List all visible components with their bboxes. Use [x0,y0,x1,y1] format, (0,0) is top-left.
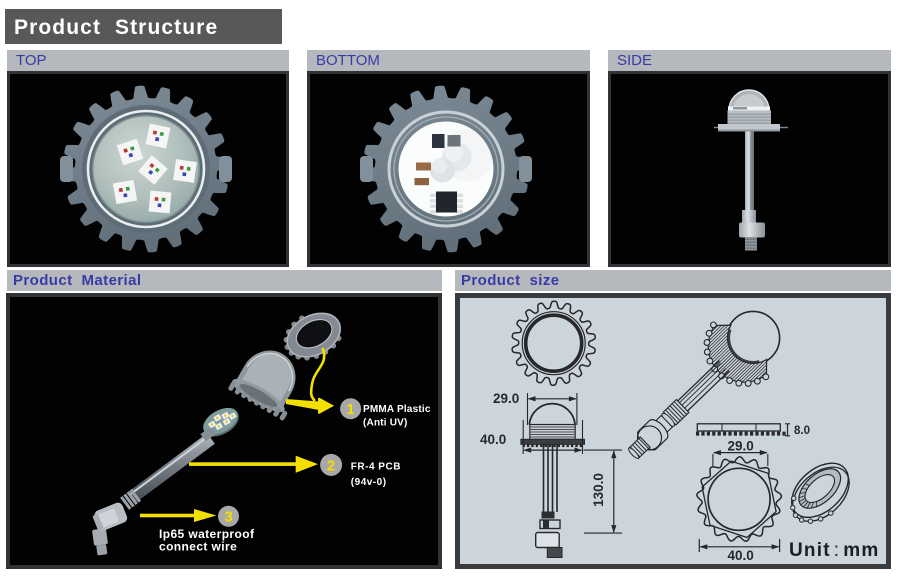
svg-text:1: 1 [346,401,354,418]
svg-text:40.0: 40.0 [480,432,506,447]
svg-text:(94v-0): (94v-0) [351,477,387,488]
svg-text:29.0: 29.0 [493,391,519,406]
svg-text:FR-4 PCB: FR-4 PCB [351,461,401,472]
svg-text:40.0: 40.0 [728,548,754,563]
svg-text:2: 2 [327,457,335,474]
svg-text:connect wire: connect wire [159,540,237,554]
svg-text:3: 3 [224,509,232,526]
svg-text:29.0: 29.0 [728,439,754,454]
svg-text:Ip65 waterproof: Ip65 waterproof [159,527,255,541]
svg-text:8.0: 8.0 [794,425,810,437]
svg-text:(Anti UV): (Anti UV) [363,418,408,429]
svg-text:Unit:mm: Unit:mm [789,540,879,561]
svg-text:130.0: 130.0 [591,473,606,507]
svg-text:PMMA Plastic: PMMA Plastic [363,404,431,415]
